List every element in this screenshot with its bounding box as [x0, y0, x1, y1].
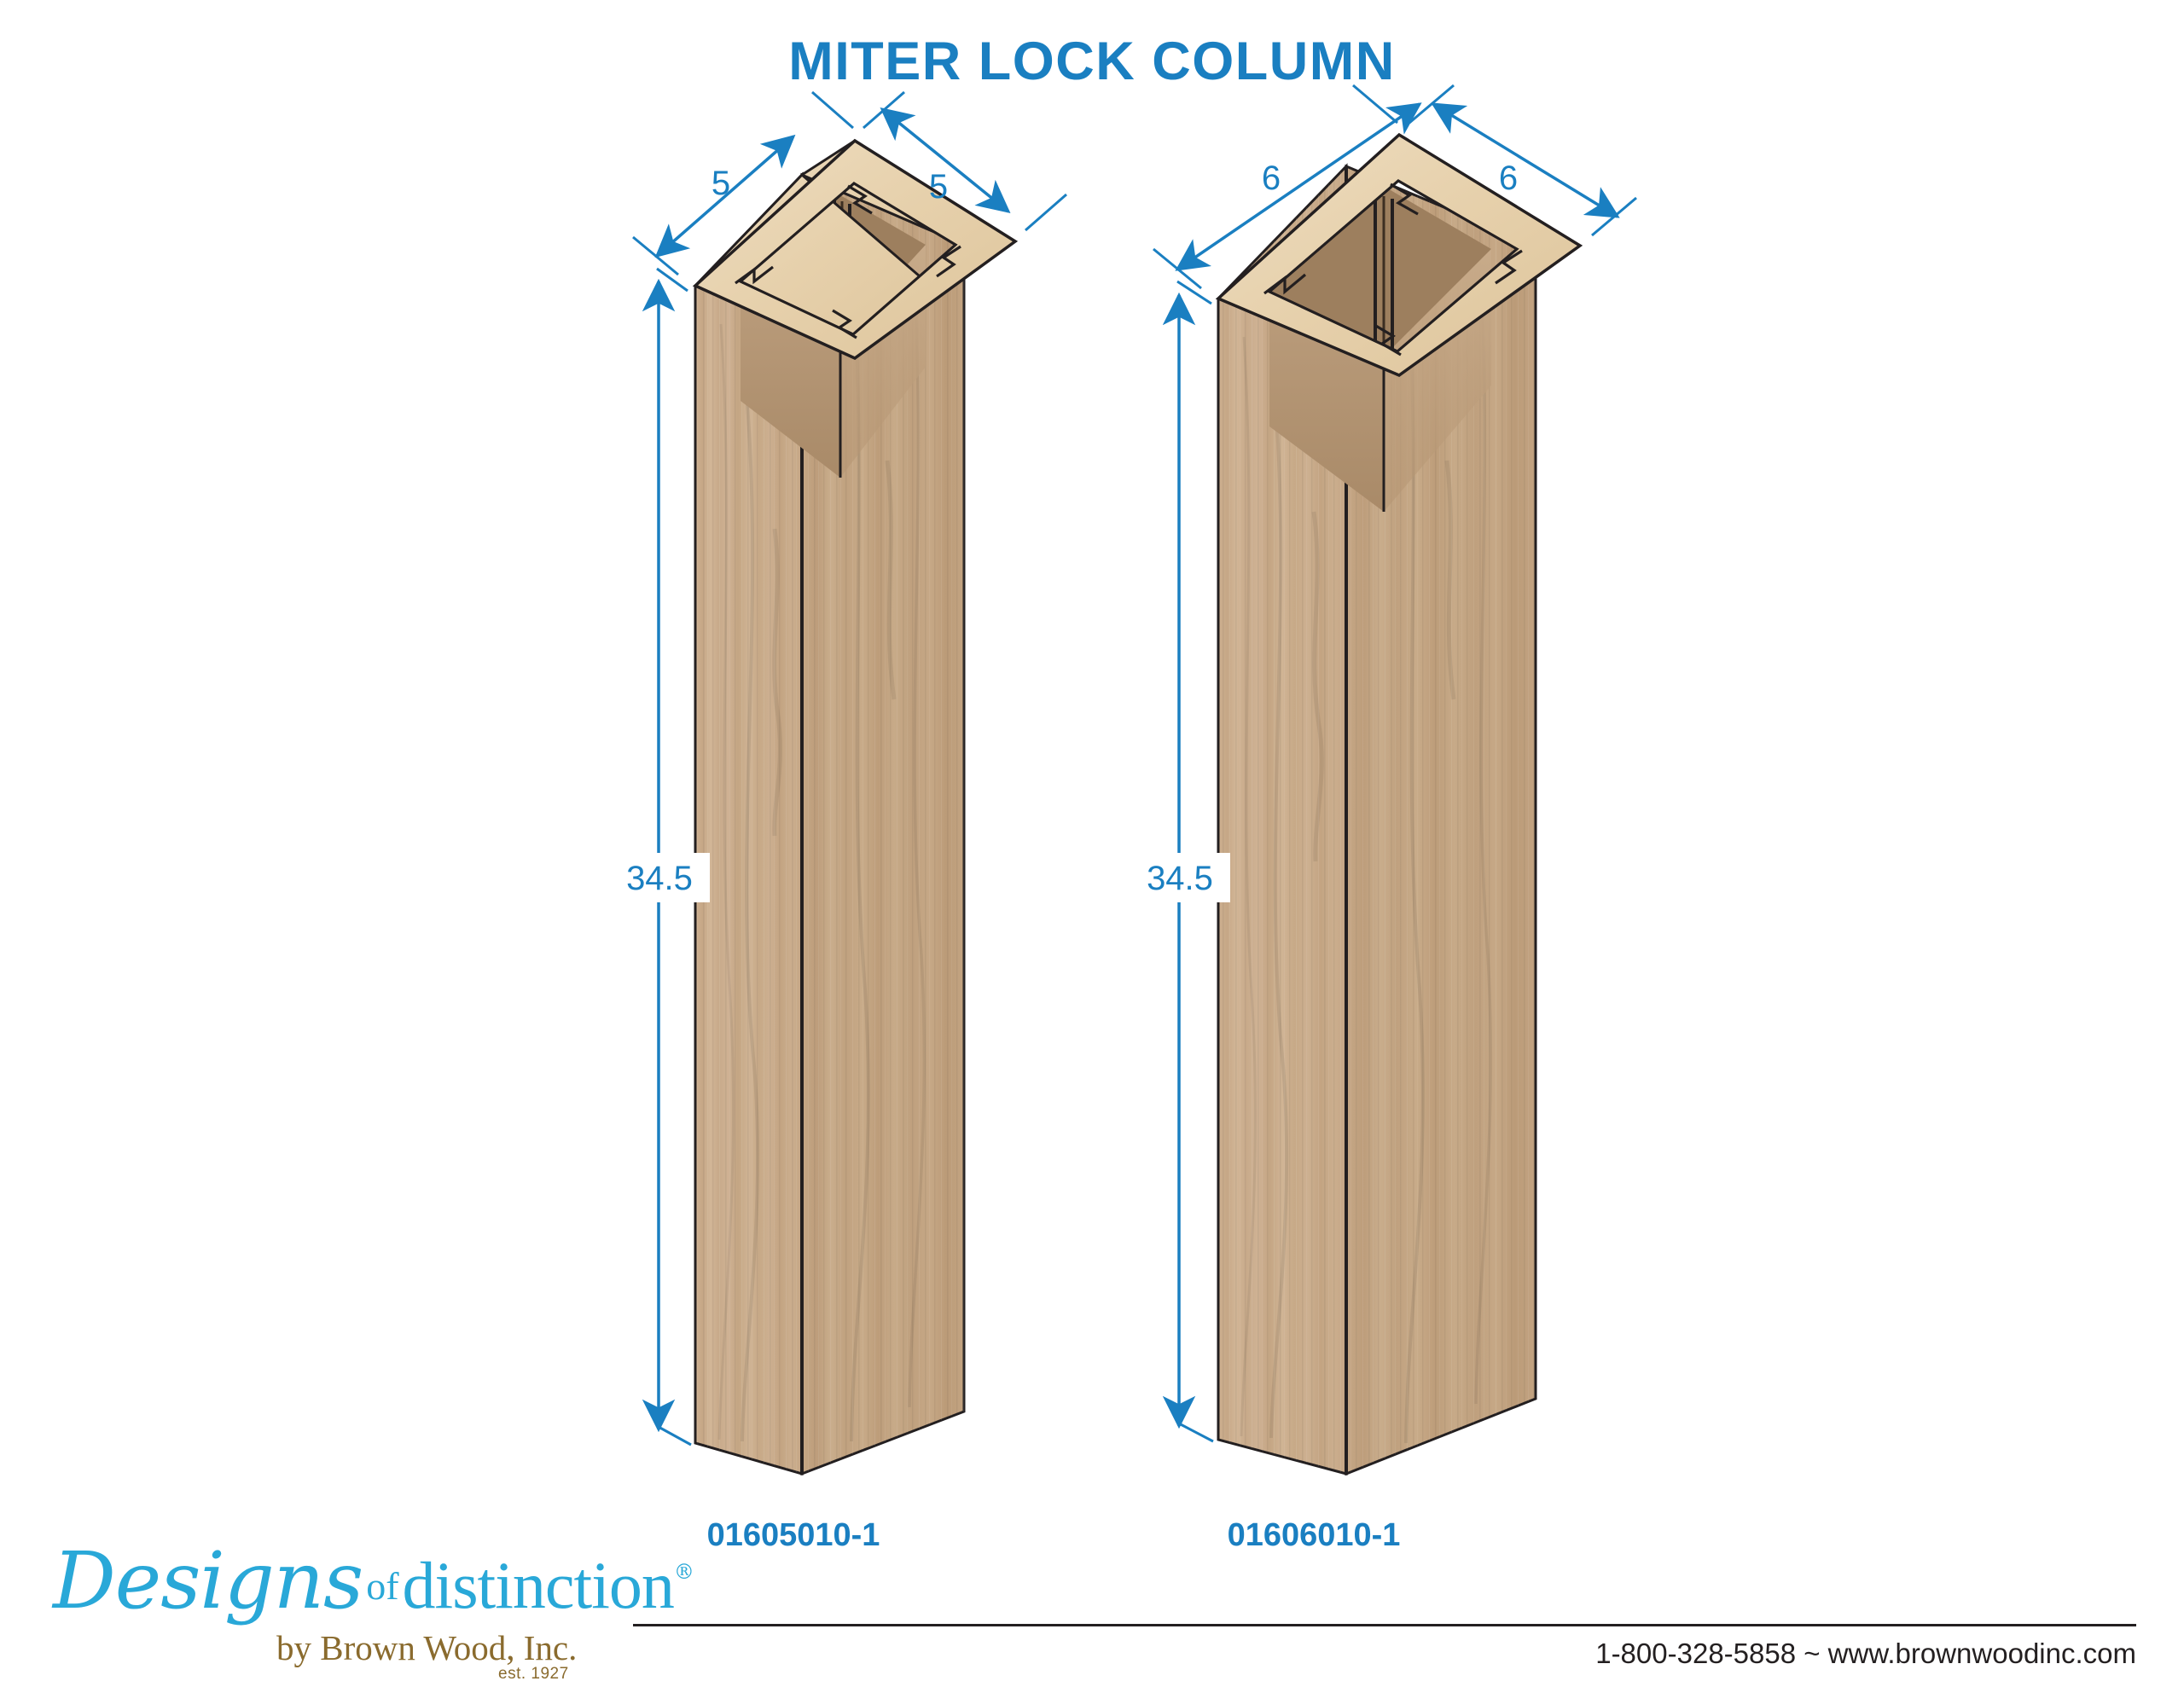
dimension-left-top-left: 5 [632, 90, 854, 276]
dimension-left-top-right: 5 [863, 90, 1067, 232]
miter-lock-notch-back [847, 184, 873, 215]
miter-lock-notch-left [735, 265, 774, 285]
miter-lock-notch-left [1263, 273, 1307, 295]
dimension-right-top-right: 6 [1409, 84, 1637, 237]
registered-trademark-icon: ® [673, 1560, 694, 1584]
miter-lock-notch-right [1495, 249, 1523, 285]
company-logo: Designsofdistinction® by Brown Wood, Inc… [53, 1535, 694, 1684]
dimension-label-right-height: 34.5 [1147, 860, 1213, 897]
dimension-label-right-depth: 6 [1499, 159, 1518, 197]
column-left: 5 5 34.5 [609, 90, 1067, 1476]
column-right-face-left [1217, 163, 1348, 1475]
dimension-label-left-width: 5 [712, 165, 730, 202]
logo-established: est. 1927 [498, 1665, 569, 1683]
miter-lock-notch-front [832, 309, 857, 339]
dimension-right-top-left: 6 [1153, 84, 1422, 290]
logo-word-designs: Designs [53, 1535, 363, 1626]
footer-contact-info: 1-800-328-5858 ~ www.brownwoodinc.com [1595, 1638, 2136, 1669]
dimension-label-left-height: 34.5 [626, 860, 693, 897]
dimension-label-left-depth: 5 [929, 168, 948, 206]
column-left-face-right [800, 172, 966, 1476]
dimension-left-height: 34.5 [609, 267, 710, 1446]
dimension-label-right-width: 6 [1262, 159, 1281, 197]
logo-word-of: of [366, 1564, 399, 1608]
column-right: 6 6 34.5 [1130, 84, 1637, 1476]
miter-lock-notch-front [1374, 323, 1402, 357]
dimension-right-height: 34.5 [1130, 280, 1230, 1443]
part-number-right: 01606010-1 [1227, 1517, 1401, 1553]
logo-word-distinction: distinction [402, 1548, 675, 1622]
page-title: MITER LOCK COLUMN [788, 32, 1396, 91]
miter-lock-notch-right [936, 245, 961, 278]
footer-divider [633, 1624, 2136, 1626]
logo-subtitle: by Brown Wood, Inc. [276, 1628, 578, 1667]
logo-wordmark: Designsofdistinction® [53, 1542, 694, 1620]
page-footer: Designsofdistinction® by Brown Wood, Inc… [0, 1535, 2184, 1687]
part-number-left: 01605010-1 [706, 1517, 880, 1553]
